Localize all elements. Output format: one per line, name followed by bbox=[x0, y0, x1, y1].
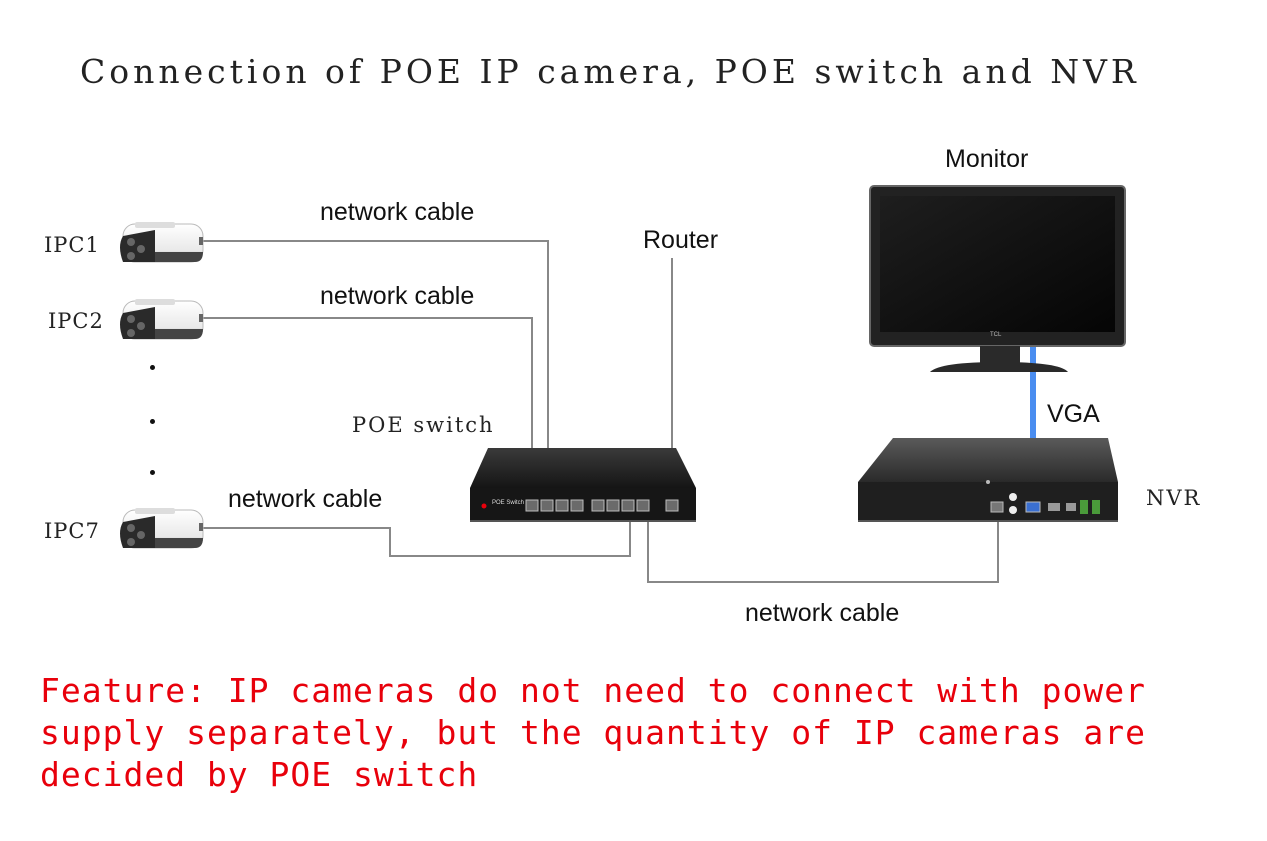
cable-ipc7 bbox=[200, 515, 631, 557]
poe-switch-label: POE switch bbox=[352, 413, 495, 437]
feature-note-line: Feature: IP cameras do not need to conne… bbox=[40, 671, 1146, 710]
feature-note-line: supply separately, but the quantity of I… bbox=[40, 713, 1146, 752]
camera-ipc7-icon bbox=[120, 508, 204, 549]
ellipsis-dot bbox=[150, 365, 155, 370]
vga-label: VGA bbox=[1047, 400, 1100, 428]
cable-ipc1 bbox=[200, 240, 549, 503]
camera-ipc1-icon bbox=[120, 222, 204, 263]
monitor-icon bbox=[869, 185, 1126, 372]
camera-label-ipc2: IPC2 bbox=[48, 309, 104, 333]
monitor-brand-text: TCL bbox=[990, 332, 1002, 338]
monitor-label: Monitor bbox=[945, 145, 1029, 173]
camera-label-ipc1: IPC1 bbox=[44, 233, 100, 257]
network-cables bbox=[200, 240, 999, 583]
camera-ipc2-icon bbox=[120, 299, 204, 340]
diagram-title: Connection of POE IP camera, POE switch … bbox=[80, 52, 1140, 91]
router-label: Router bbox=[643, 226, 719, 254]
switch-brand-text: POE Switch bbox=[492, 500, 525, 506]
cable-label-ipc1: network cable bbox=[320, 198, 475, 226]
cable-label-nvr: network cable bbox=[745, 599, 900, 627]
poe-switch-icon bbox=[470, 448, 696, 522]
nvr-label: NVR bbox=[1146, 486, 1202, 510]
cable-label-ipc7: network cable bbox=[228, 485, 383, 513]
nvr-icon bbox=[858, 438, 1118, 522]
cable-ipc2 bbox=[200, 317, 533, 503]
cable-label-ipc2: network cable bbox=[320, 282, 475, 310]
feature-note: Feature: IP cameras do not need to conne… bbox=[40, 670, 1240, 796]
feature-note-line: decided by POE switch bbox=[40, 755, 479, 794]
camera-label-ipc7: IPC7 bbox=[44, 519, 100, 543]
cable-switch-nvr bbox=[647, 510, 999, 583]
ellipsis-dot bbox=[150, 470, 155, 475]
switch-ports bbox=[525, 499, 679, 512]
ellipsis-dot bbox=[150, 419, 155, 424]
